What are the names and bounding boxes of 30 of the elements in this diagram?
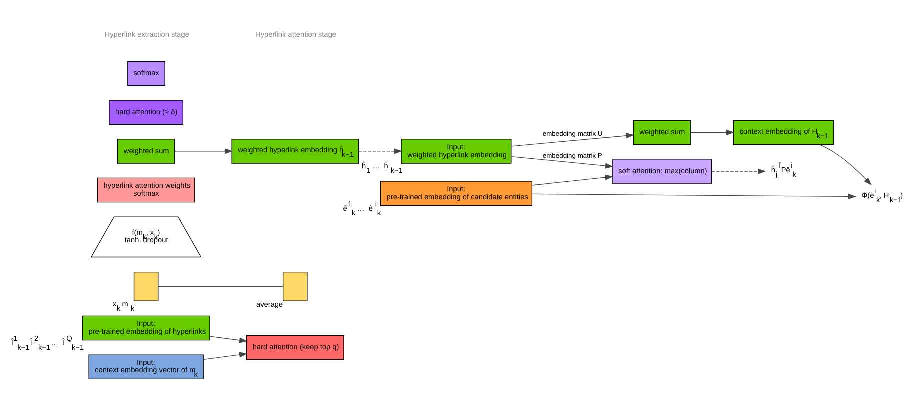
arrow (358, 148, 402, 154)
node-box: hard attention (≥ δ) (108, 100, 183, 125)
node-label: … l̂ (50, 338, 64, 348)
arrow (202, 352, 248, 360)
node-label: k−1 (390, 166, 402, 176)
arrow (532, 174, 613, 186)
node-box: weighted sum (632, 120, 690, 146)
arrow (710, 168, 766, 174)
node-box: soft attention: max(column) (612, 159, 712, 184)
connector (158, 286, 283, 288)
label: Hyperlink attention stage (255, 30, 336, 39)
node-label: average (256, 300, 283, 310)
node-label: … ê (356, 204, 372, 213)
arrow (510, 133, 634, 147)
arrow (532, 194, 856, 200)
arrow (510, 156, 614, 169)
node-box: weighted sum (117, 139, 175, 164)
node-box: Input: weighted hyperlink embedding (400, 139, 512, 164)
node-box (282, 272, 308, 302)
arrow (690, 130, 734, 136)
node-box: softmax (126, 61, 165, 86)
arrow (174, 148, 232, 154)
node-box: Input: pre-trained embedding of hyperlinks (82, 316, 210, 341)
node-label: … ĥ (372, 162, 388, 171)
node-box: hard attention (keep top q) (246, 335, 344, 360)
node-box (133, 272, 158, 302)
arrow (819, 144, 872, 186)
arrow (209, 336, 248, 344)
node-box: hyperlink attention weights softmax (96, 178, 195, 203)
label: Hyperlink extraction stage (104, 30, 189, 39)
